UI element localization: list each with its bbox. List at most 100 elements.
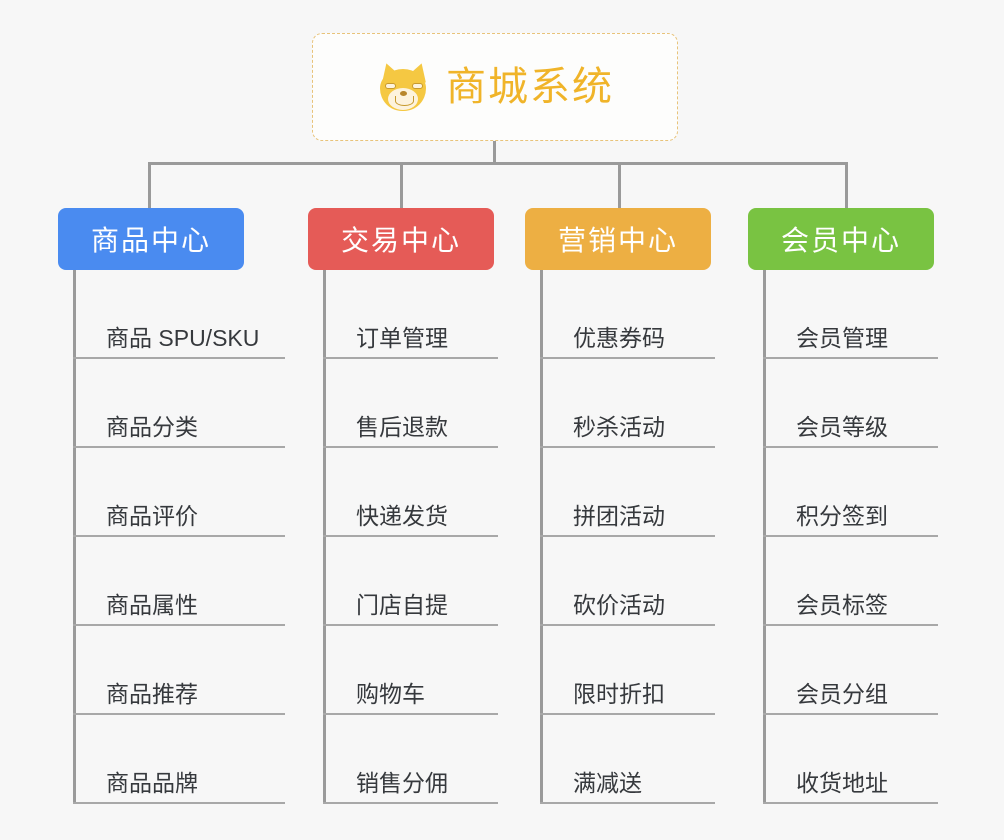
branch-header-member-center[interactable]: 会员中心 [748,208,934,270]
list-item[interactable]: 拼团活动 [540,448,755,537]
leaf-label: 积分签到 [796,502,888,529]
leaf-label: 门店自提 [356,591,448,618]
leaf-label: 限时折扣 [573,680,665,707]
leaf-label: 商品推荐 [106,680,198,707]
list-item[interactable]: 满减送 [540,715,755,804]
branch-product-center: 商品中心 商品 SPU/SKU 商品分类 商品评价 商品属性 商品推荐 [58,208,298,804]
list-item[interactable]: 会员分组 [763,626,978,715]
leaf-underline [763,535,938,537]
list-item[interactable]: 限时折扣 [540,626,755,715]
list-item[interactable]: 会员标签 [763,537,978,626]
leaf-label: 售后退款 [356,413,448,440]
connector-drop-2 [400,162,403,208]
list-item[interactable]: 销售分佣 [323,715,538,804]
leaf-label: 会员等级 [796,413,888,440]
leaf-list-product-center: 商品 SPU/SKU 商品分类 商品评价 商品属性 商品推荐 商品品牌 [73,270,313,804]
list-item[interactable]: 商品品牌 [73,715,313,804]
list-item[interactable]: 收货地址 [763,715,978,804]
connector-drop-1 [148,162,151,208]
leaf-label: 商品评价 [106,502,198,529]
leaf-underline [540,446,715,448]
list-item[interactable]: 优惠券码 [540,270,755,359]
leaf-label: 满减送 [573,769,642,796]
leaf-underline [540,802,715,804]
leaf-underline [73,357,285,359]
leaf-label: 销售分佣 [356,769,448,796]
leaf-underline [323,713,498,715]
leaf-underline [73,713,285,715]
leaf-underline [540,624,715,626]
leaf-underline [763,802,938,804]
branch-member-center: 会员中心 会员管理 会员等级 积分签到 会员标签 会员分组 [748,208,963,804]
list-item[interactable]: 订单管理 [323,270,538,359]
leaf-underline [763,624,938,626]
shiba-eye-left [385,83,396,89]
branch-marketing-center: 营销中心 优惠券码 秒杀活动 拼团活动 砍价活动 限时折扣 [525,208,740,804]
list-item[interactable]: 商品评价 [73,448,313,537]
leaf-underline [323,535,498,537]
leaf-label: 商品品牌 [106,769,198,796]
list-item[interactable]: 快递发货 [323,448,538,537]
list-item[interactable]: 秒杀活动 [540,359,755,448]
branch-header-product-center[interactable]: 商品中心 [58,208,244,270]
leaf-label: 砍价活动 [573,591,665,618]
leaf-label: 收货地址 [796,769,888,796]
leaf-label: 快递发货 [356,502,448,529]
leaf-underline [763,446,938,448]
leaf-list-trade-center: 订单管理 售后退款 快递发货 门店自提 购物车 销售分佣 [323,270,538,804]
leaf-underline [763,357,938,359]
leaf-underline [540,357,715,359]
branch-trunk [73,270,76,804]
leaf-underline [323,802,498,804]
leaf-underline [763,713,938,715]
leaf-label: 秒杀活动 [573,413,665,440]
root-node[interactable]: 商城系统 [312,33,678,141]
leaf-label: 拼团活动 [573,502,665,529]
leaf-underline [540,713,715,715]
list-item[interactable]: 商品分类 [73,359,313,448]
leaf-label: 订单管理 [356,324,448,351]
list-item[interactable]: 商品属性 [73,537,313,626]
leaf-underline [323,446,498,448]
list-item[interactable]: 砍价活动 [540,537,755,626]
leaf-underline [73,535,285,537]
branch-header-marketing-center[interactable]: 营销中心 [525,208,711,270]
leaf-underline [73,802,285,804]
leaf-underline [323,357,498,359]
branch-trunk [763,270,766,804]
list-item[interactable]: 门店自提 [323,537,538,626]
list-item[interactable]: 商品推荐 [73,626,313,715]
list-item[interactable]: 商品 SPU/SKU [73,270,313,359]
shiba-dog-face-icon [376,60,432,113]
leaf-label: 商品分类 [106,413,198,440]
connector-drop-4 [845,162,848,208]
list-item[interactable]: 售后退款 [323,359,538,448]
leaf-underline [73,624,285,626]
leaf-list-member-center: 会员管理 会员等级 积分签到 会员标签 会员分组 收货地址 [763,270,978,804]
leaf-label: 会员标签 [796,591,888,618]
shiba-eye-right [412,83,423,89]
leaf-underline [73,446,285,448]
branch-header-trade-center[interactable]: 交易中心 [308,208,494,270]
connector-drop-3 [618,162,621,208]
connector-root-stem [493,141,496,165]
branch-trade-center: 交易中心 订单管理 售后退款 快递发货 门店自提 购物车 [308,208,523,804]
leaf-label: 购物车 [356,680,425,707]
leaf-underline [323,624,498,626]
leaf-label: 会员分组 [796,680,888,707]
shiba-mouth [395,96,414,106]
leaf-list-marketing-center: 优惠券码 秒杀活动 拼团活动 砍价活动 限时折扣 满减送 [540,270,755,804]
leaf-label: 会员管理 [796,324,888,351]
branch-trunk [323,270,326,804]
list-item[interactable]: 会员管理 [763,270,978,359]
list-item[interactable]: 会员等级 [763,359,978,448]
list-item[interactable]: 积分签到 [763,448,978,537]
root-title: 商城系统 [446,65,614,109]
leaf-label: 商品 SPU/SKU [106,324,260,351]
leaf-label: 优惠券码 [573,324,665,351]
leaf-label: 商品属性 [106,591,198,618]
leaf-underline [540,535,715,537]
shiba-nose [400,91,407,96]
list-item[interactable]: 购物车 [323,626,538,715]
